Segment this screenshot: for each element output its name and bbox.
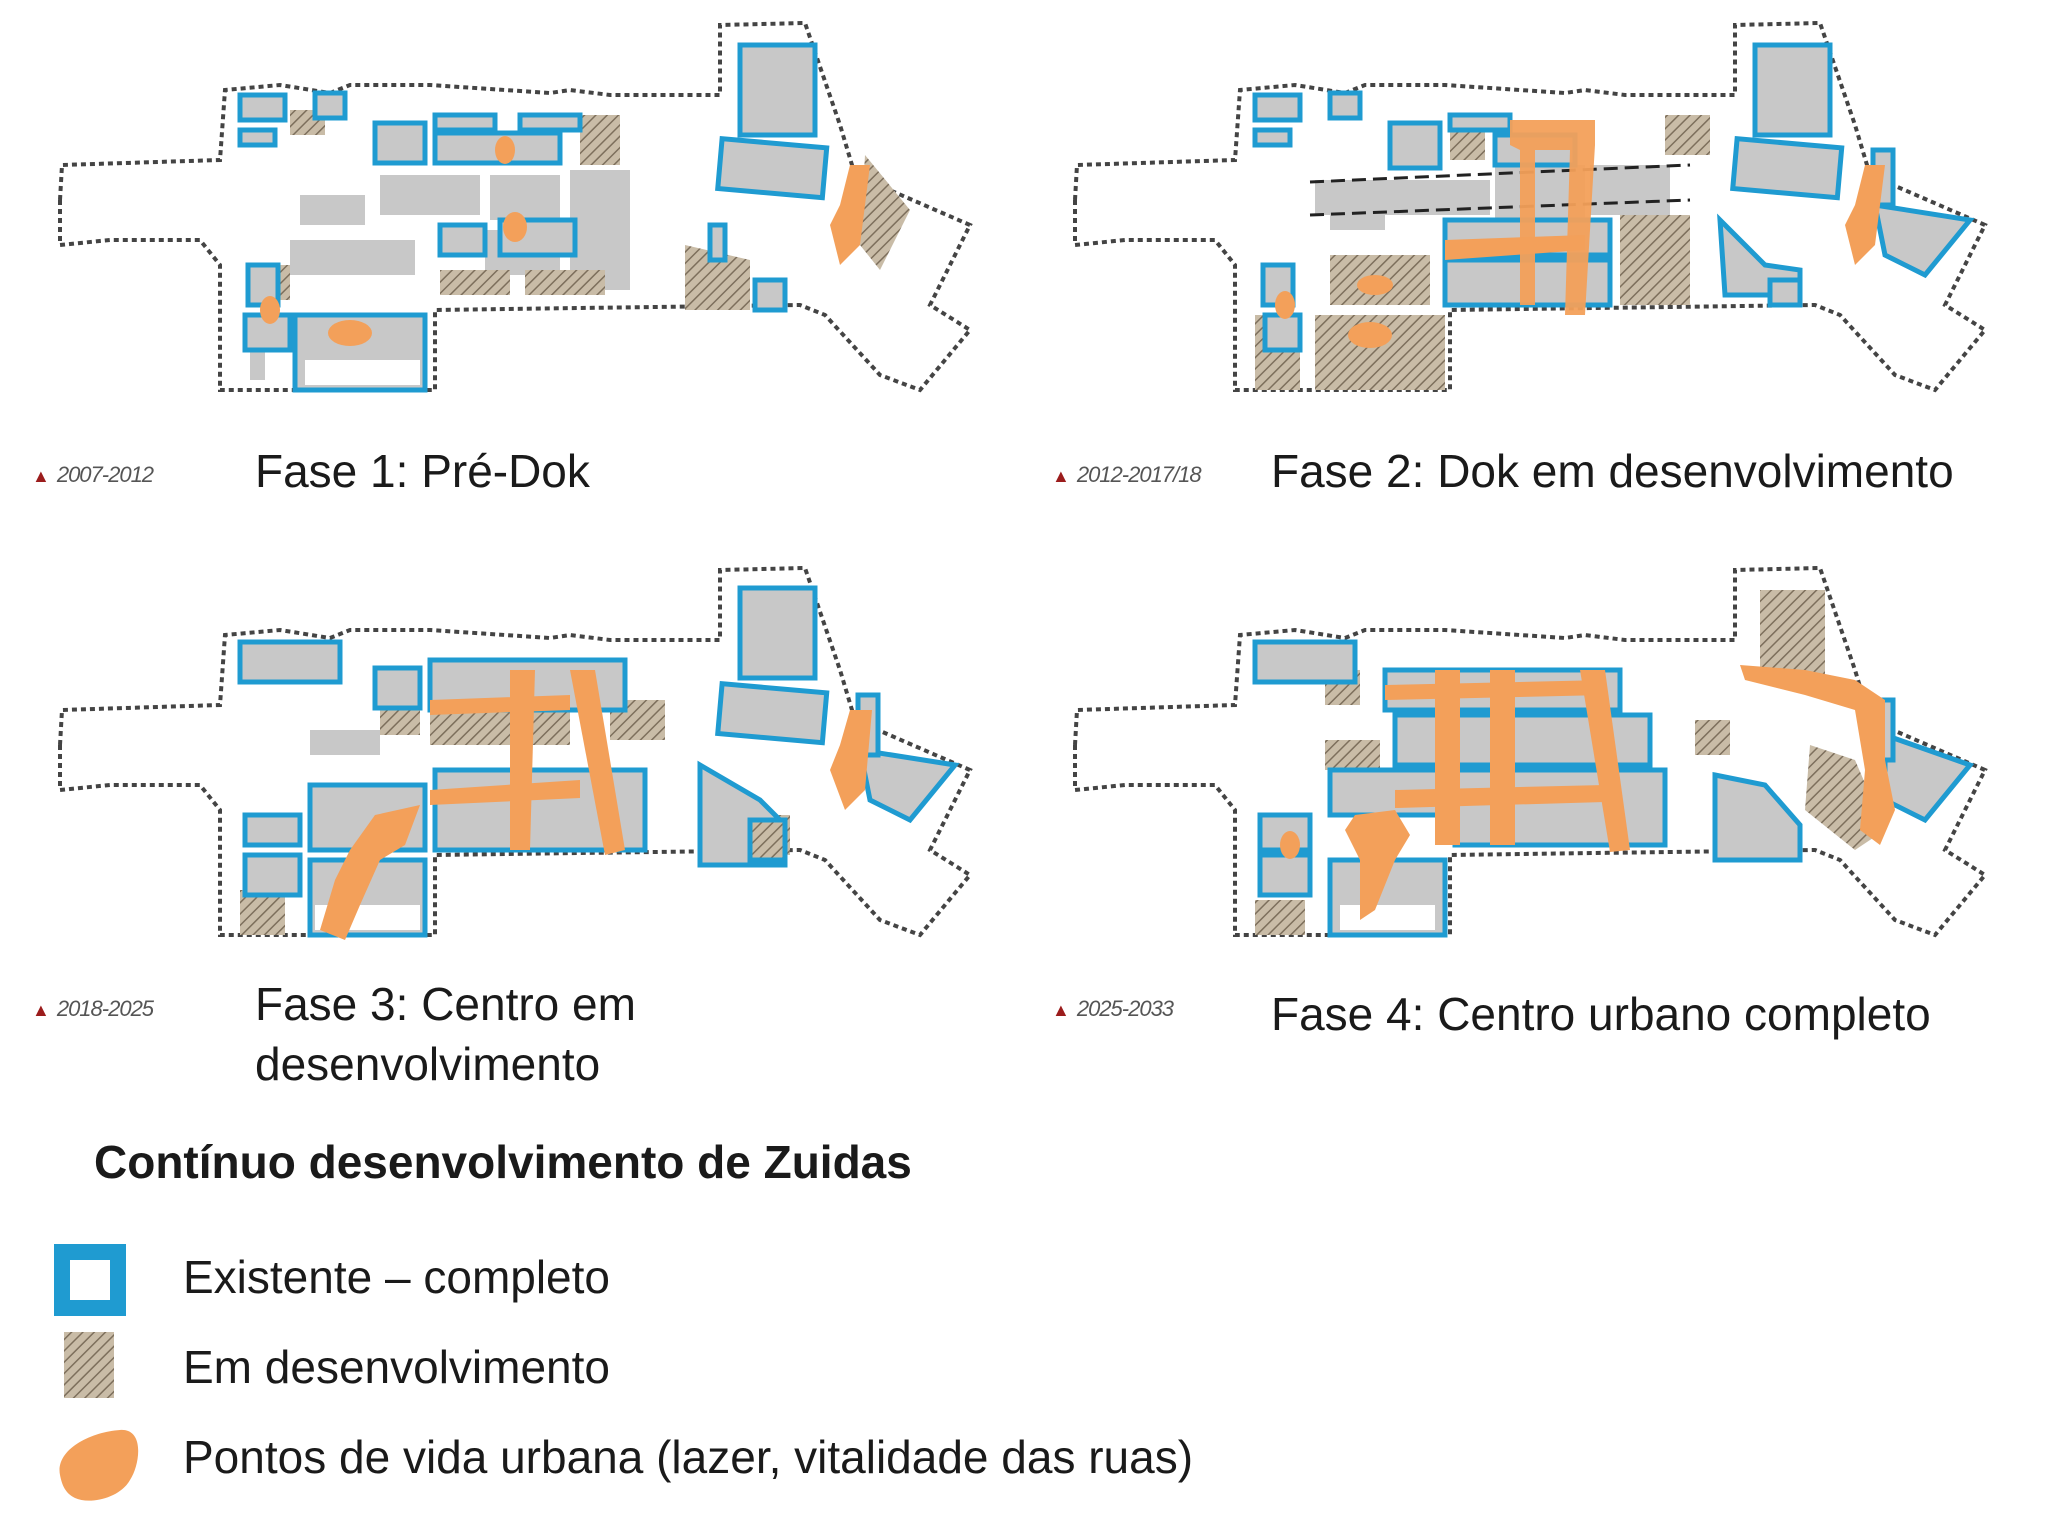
phase-3-map — [58, 565, 974, 940]
period-marker-icon: ▲ — [1052, 466, 1070, 486]
phase-1-period: ▲2007-2012 — [32, 462, 154, 487]
phase-2-title: Fase 2: Dok em desenvolvimento — [1271, 445, 1954, 497]
phase-2-map — [1073, 20, 1989, 393]
period-marker-icon: ▲ — [32, 466, 50, 486]
period-marker-icon: ▲ — [32, 1000, 50, 1020]
period-marker-icon: ▲ — [1052, 1000, 1070, 1020]
phase-3-period: ▲2018-2025 — [32, 996, 154, 1021]
legend-label-vitality: Pontos de vida urbana (lazer, vitalidade… — [183, 1431, 1194, 1483]
phase-1-map — [58, 20, 974, 393]
phase-3-title: Fase 3: Centro em desenvolvimento — [255, 974, 636, 1094]
vitality-blob-icon — [59, 1429, 139, 1501]
phase-4-period: ▲2025-2033 — [1052, 996, 1174, 1021]
phase-3-title-line2: desenvolvimento — [255, 1038, 601, 1090]
phase-1-title: Fase 1: Pré-Dok — [255, 445, 590, 497]
complete-outline-icon — [54, 1244, 126, 1316]
legend-title: Contínuo desenvolvimento de Zuidas — [94, 1136, 912, 1188]
phase-4-title: Fase 4: Centro urbano completo — [1271, 988, 1931, 1040]
phase-2-period: ▲2012-2017/18 — [1052, 462, 1202, 487]
legend-label-developing: Em desenvolvimento — [183, 1341, 610, 1393]
hatch-pattern-icon — [64, 1332, 114, 1398]
phase-3-title-line1: Fase 3: Centro em — [255, 978, 636, 1030]
phase-4-map — [1073, 565, 1989, 938]
legend-label-complete: Existente – completo — [183, 1251, 611, 1303]
